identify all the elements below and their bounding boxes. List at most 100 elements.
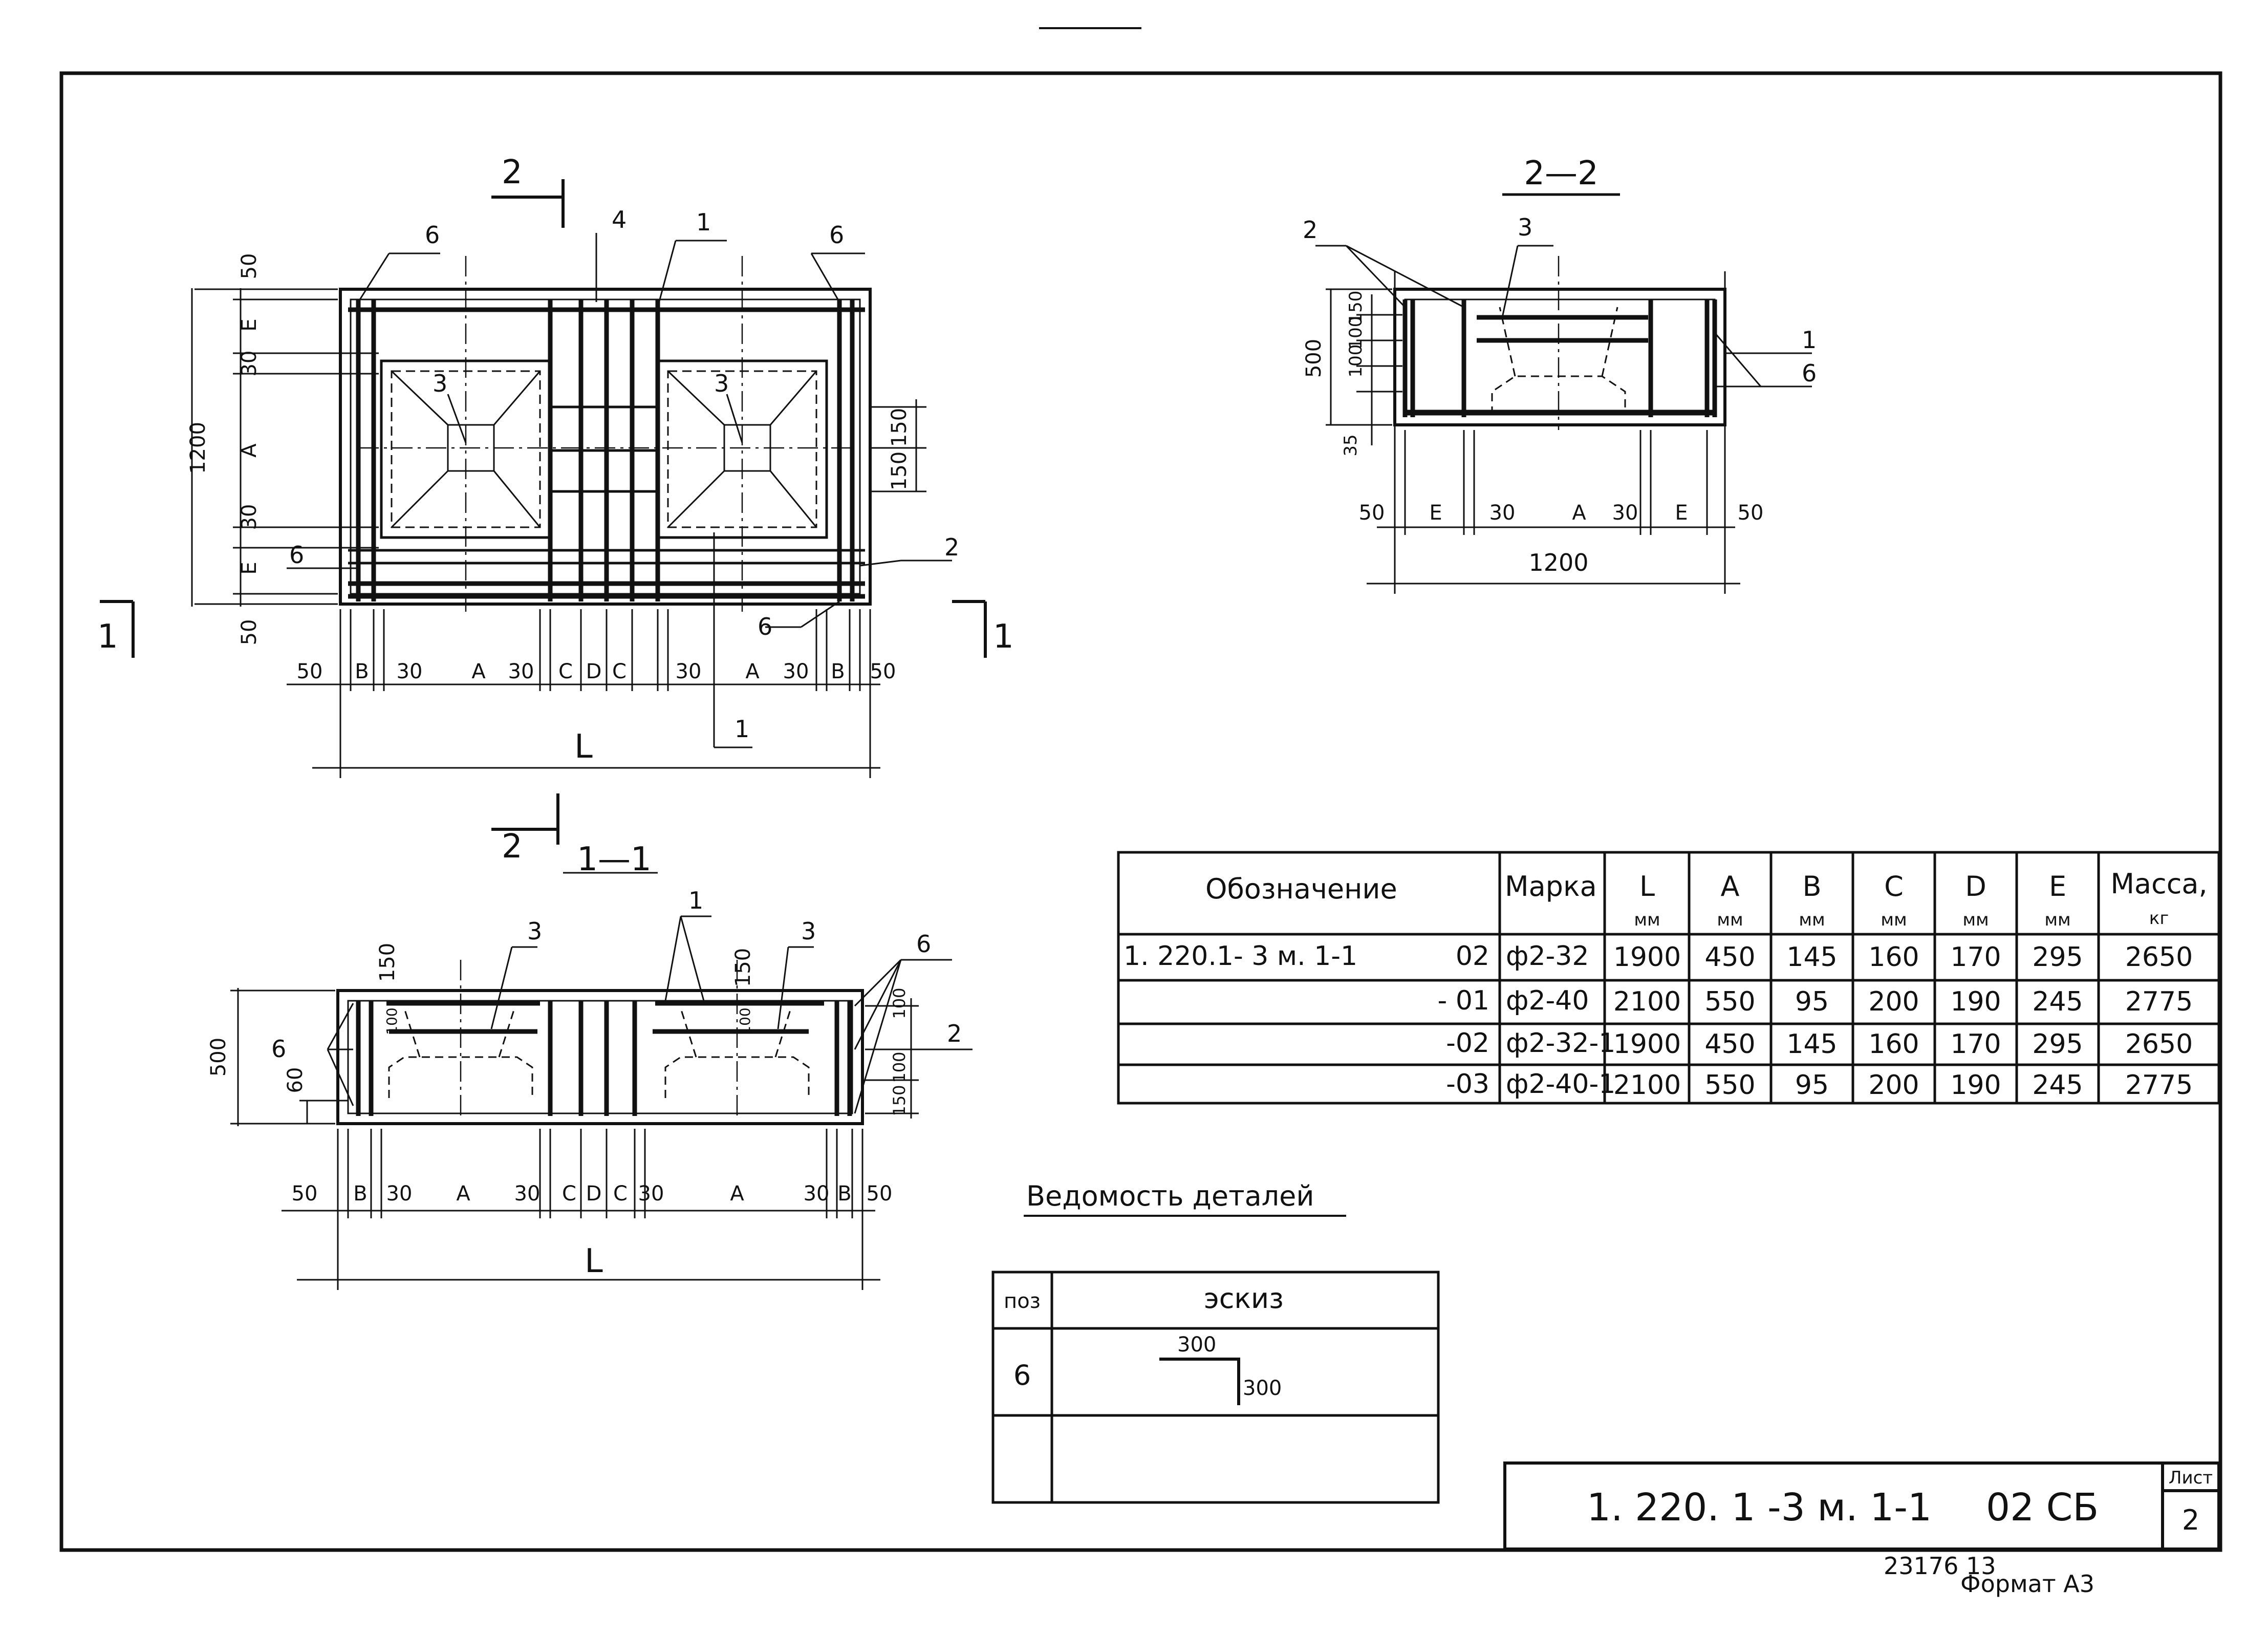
header-mass: Масса,: [2110, 868, 2207, 900]
row-4-suffix: -03: [1446, 1069, 1489, 1100]
variants-table: Обозначение Марка L мм A мм B мм C мм D …: [1117, 851, 2220, 1105]
row-4-c: 200: [1868, 1070, 1919, 1101]
section-1-1-view: 1—1 2 1 3 3 6 6 2 500 60 150 100 150 100…: [207, 793, 973, 1290]
section-1-1-hdim-30-4: 30: [804, 1182, 830, 1206]
row-4-d: 190: [1950, 1070, 2001, 1101]
header-d-unit: мм: [1962, 910, 1989, 930]
plan-callout-6-bottom-left: 6: [289, 541, 304, 569]
header-l: L: [1639, 870, 1655, 902]
plan-hdim-50-right: 50: [870, 660, 896, 683]
header-b: B: [1802, 870, 1821, 902]
row-3-a: 450: [1704, 1029, 1755, 1060]
parts-list: Ведомость деталей поз эскиз 6 300 300: [991, 1180, 1440, 1504]
section-2-2-vdim-100-bottom: 100: [1346, 345, 1366, 378]
row-2-l: 2100: [1613, 986, 1681, 1017]
row-4-mark: ф2-40-1: [1506, 1069, 1615, 1100]
section-1-1-title: 1—1: [577, 841, 651, 878]
header-c-unit: мм: [1881, 910, 1907, 930]
row-2-mass: 2775: [2125, 986, 2193, 1017]
section-1-1-callout-6-left: 6: [271, 1035, 286, 1063]
section-1-1-dim-60: 60: [284, 1067, 307, 1093]
section-2-2-callout-1: 1: [1802, 326, 1817, 354]
plan-right-dim-150-top: 150: [888, 408, 911, 447]
section-1-1-hdim-d: D: [586, 1182, 602, 1206]
plan-vdim-50-bottom: 50: [237, 619, 261, 646]
section-2-2-view: 2—2 2 3 1 6 150 100 100 500 35 50 E 30 A…: [1302, 155, 1817, 594]
parts-row-6-pos: 6: [1013, 1359, 1031, 1391]
section-2-2-vdim-35: 35: [1341, 434, 1361, 456]
plan-hdim-30-2: 30: [508, 660, 534, 683]
section-2-2-callout-6: 6: [1802, 359, 1817, 387]
row-3-mark: ф2-32-1: [1506, 1028, 1615, 1059]
plan-callout-3-left: 3: [433, 370, 447, 397]
row-1-d: 170: [1950, 942, 2001, 973]
section-2-2-vdim-150: 150: [1346, 291, 1366, 324]
footer-format: Формат А3: [1960, 1570, 2094, 1598]
plan-hdim-c-left: C: [558, 660, 573, 683]
plan-overall-l: L: [574, 728, 593, 766]
plan-callout-4: 4: [612, 206, 627, 233]
section-2-2-title: 2—2: [1524, 155, 1598, 192]
row-4-l: 2100: [1613, 1070, 1681, 1101]
header-l-unit: мм: [1634, 910, 1660, 930]
stamp-sheet-number: 2: [2182, 1504, 2199, 1536]
section-1-1-hdim-a-left: A: [456, 1182, 470, 1206]
stamp-suffix: 02 СБ: [1986, 1486, 2099, 1530]
section-1-1-inner-150-left: 150: [376, 943, 399, 982]
plan-hdim-30-1: 30: [397, 660, 423, 683]
section-2-2-callout-2: 2: [1303, 216, 1317, 244]
header-c: C: [1884, 870, 1904, 902]
section-1-1-inner-100-right: 100: [737, 1007, 753, 1035]
table-row: - 01 ф2-40 2100 550 95 200 190 245 2775: [1438, 985, 2193, 1017]
table-row: -02 ф2-32-1 1900 450 145 160 170 295 265…: [1446, 1028, 2193, 1060]
section-1-1-callout-6-right: 6: [916, 930, 931, 958]
table-header-row: Обозначение Марка L мм A мм B мм C мм D …: [1205, 868, 2208, 930]
section-2-2-hdim-50-left: 50: [1359, 501, 1385, 525]
section-1-1-hdim-30-1: 30: [386, 1182, 413, 1206]
row-4-e: 245: [2032, 1070, 2083, 1101]
plan-right-dim-150-bottom: 150: [888, 451, 911, 490]
plan-hdim-30-3: 30: [676, 660, 702, 683]
section-1-1-callout-2: 2: [947, 1020, 962, 1047]
row-2-mark: ф2-40: [1506, 985, 1589, 1016]
row-1-a: 450: [1704, 942, 1755, 973]
row-3-c: 160: [1868, 1029, 1919, 1060]
plan-hdim-c-right: C: [612, 660, 627, 683]
plan-callout-1-top: 1: [696, 208, 711, 236]
section-2-2-vdim-100-top: 100: [1346, 316, 1366, 350]
row-3-e: 295: [2032, 1029, 2083, 1060]
section-1-1-hdim-c-right: C: [613, 1182, 628, 1206]
header-a-unit: мм: [1717, 910, 1743, 930]
row-2-d: 190: [1950, 986, 2001, 1017]
section-1-1-right-150: 150: [890, 1085, 909, 1116]
header-mark: Марка: [1505, 870, 1597, 902]
plan-vdim-50-top: 50: [237, 253, 261, 280]
section-1-1-callout-3-left: 3: [527, 917, 542, 945]
row-2-suffix: - 01: [1438, 985, 1489, 1016]
parts-header-sketch: эскиз: [1204, 1282, 1284, 1315]
row-2-c: 200: [1868, 986, 1919, 1017]
row-3-b: 145: [1786, 1029, 1837, 1060]
section-1-1-section-2-mark: 2: [502, 828, 523, 866]
plan-section-2-mark: 2: [502, 154, 523, 191]
row-1-e: 295: [2032, 942, 2083, 973]
parts-title: Ведомость деталей: [1026, 1180, 1314, 1212]
plan-hdim-b-right: B: [831, 660, 845, 683]
section-2-2-hdim-30-left: 30: [1489, 501, 1516, 525]
parts-row-6-dim-v: 300: [1243, 1377, 1282, 1400]
section-1-1-callout-1: 1: [688, 887, 703, 914]
plan-callout-6-bottom-mid: 6: [758, 613, 772, 640]
section-2-2-hdim-30-right: 30: [1612, 501, 1638, 525]
header-e-unit: мм: [2044, 910, 2070, 930]
section-1-1-hdim-30-2: 30: [514, 1182, 541, 1206]
stamp-drawing-code: 1. 220. 1 -3 м. 1-1: [1587, 1486, 1932, 1530]
plan-hdim-b-left: B: [355, 660, 369, 683]
stamp-sheet-label: Лист: [2169, 1468, 2213, 1488]
plan-vdim-e-bottom: E: [237, 562, 261, 574]
section-2-2-hdim-a: A: [1572, 501, 1586, 525]
row-1-mark: ф2-32: [1506, 941, 1589, 972]
section-2-2-hdim-e-left: E: [1429, 501, 1442, 525]
section-1-1-right-100-bottom: 100: [890, 1051, 909, 1083]
row-1-mass: 2650: [2125, 942, 2193, 973]
